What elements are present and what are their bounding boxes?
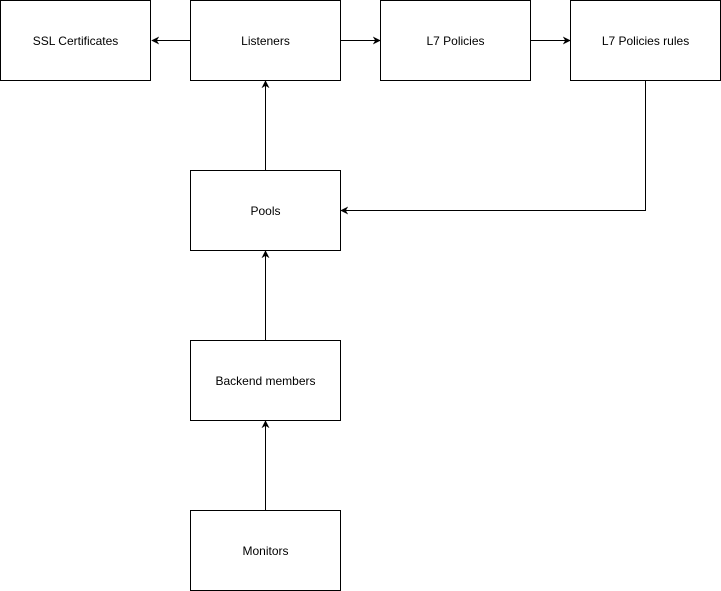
node-label: Monitors xyxy=(242,543,289,558)
node-listeners[interactable]: Listeners xyxy=(190,0,341,81)
node-label: Pools xyxy=(250,203,281,218)
node-backend-members[interactable]: Backend members xyxy=(190,340,341,421)
edge-l7-policies-rules-to-pools xyxy=(340,81,646,215)
node-label: L7 Policies rules xyxy=(601,33,690,48)
node-ssl-certificates[interactable]: SSL Certificates xyxy=(0,0,151,81)
node-label: L7 Policies xyxy=(426,33,485,48)
node-label: Listeners xyxy=(241,33,290,48)
node-label: SSL Certificates xyxy=(32,33,119,48)
node-label: Backend members xyxy=(215,373,316,388)
node-l7-policies[interactable]: L7 Policies xyxy=(380,0,531,81)
node-monitors[interactable]: Monitors xyxy=(190,510,341,591)
node-pools[interactable]: Pools xyxy=(190,170,341,251)
node-l7-policies-rules[interactable]: L7 Policies rules xyxy=(570,0,721,81)
